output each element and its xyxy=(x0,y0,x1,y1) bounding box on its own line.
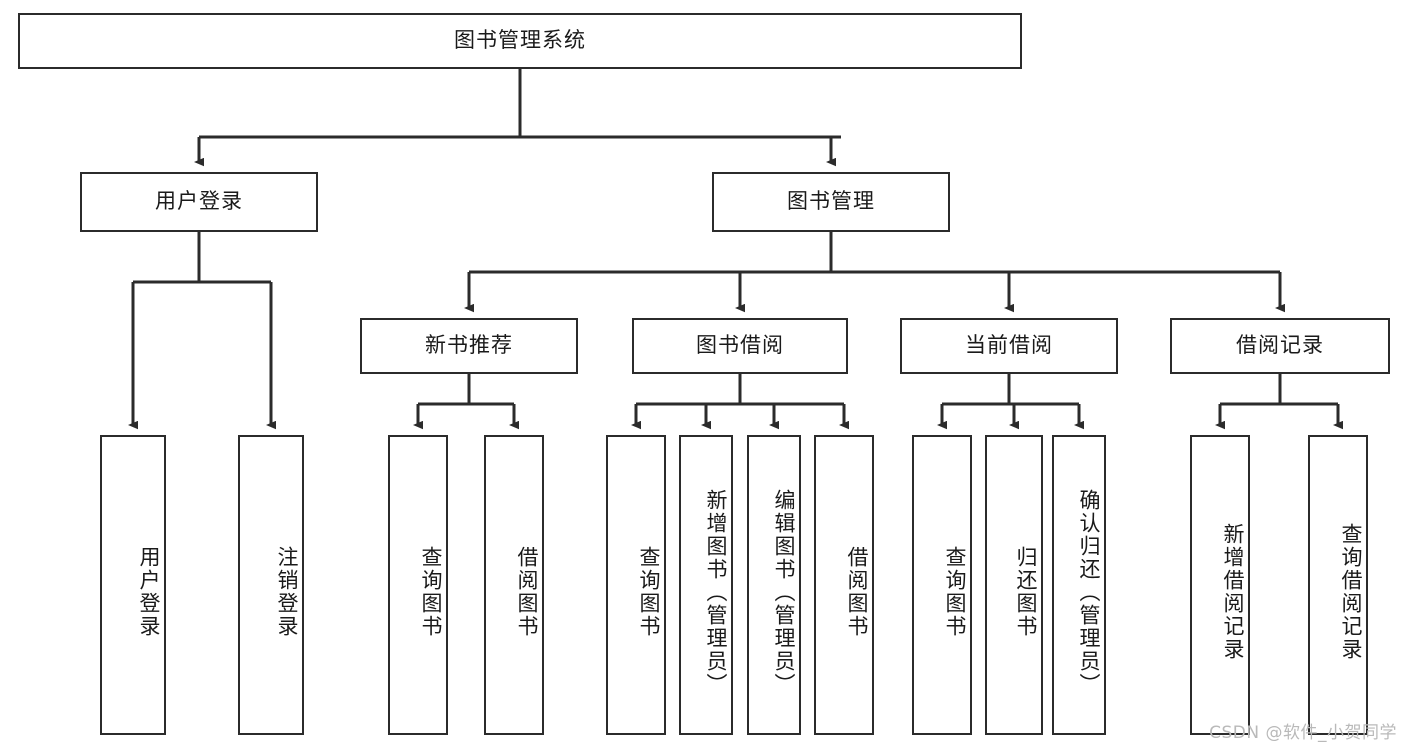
node-leaf-user-login[interactable]: 用户登录 xyxy=(100,435,166,735)
node-leaf-query-record-label: 查询借阅记录 xyxy=(1339,523,1363,661)
node-user-login-label: 用户登录 xyxy=(155,189,243,214)
node-leaf-add-book[interactable]: 新增图书（管理员） xyxy=(679,435,733,735)
node-leaf-confirm-return-label: 确认归还（管理员） xyxy=(1077,488,1101,696)
node-book-manage-label: 图书管理 xyxy=(787,189,875,214)
node-leaf-edit-book-label: 编辑图书（管理员） xyxy=(772,488,796,696)
node-leaf-query-book-2[interactable]: 查询图书 xyxy=(606,435,666,735)
node-leaf-query-book-2-label: 查询图书 xyxy=(637,546,661,638)
node-leaf-borrow-book-1-label: 借阅图书 xyxy=(515,546,539,638)
node-leaf-query-record[interactable]: 查询借阅记录 xyxy=(1308,435,1368,735)
node-leaf-logout[interactable]: 注销登录 xyxy=(238,435,304,735)
node-leaf-query-book-1[interactable]: 查询图书 xyxy=(388,435,448,735)
node-leaf-user-login-label: 用户登录 xyxy=(137,546,161,638)
node-current-borrow[interactable]: 当前借阅 xyxy=(900,318,1118,374)
node-user-login[interactable]: 用户登录 xyxy=(80,172,318,232)
node-new-book-rec[interactable]: 新书推荐 xyxy=(360,318,578,374)
node-leaf-query-book-3[interactable]: 查询图书 xyxy=(912,435,972,735)
node-leaf-query-book-3-label: 查询图书 xyxy=(943,546,967,638)
node-leaf-borrow-book-2[interactable]: 借阅图书 xyxy=(814,435,874,735)
node-borrow-record[interactable]: 借阅记录 xyxy=(1170,318,1390,374)
node-leaf-add-book-label: 新增图书（管理员） xyxy=(704,488,728,696)
node-leaf-return-book-label: 归还图书 xyxy=(1014,546,1038,638)
node-leaf-borrow-book-1[interactable]: 借阅图书 xyxy=(484,435,544,735)
node-leaf-return-book[interactable]: 归还图书 xyxy=(985,435,1043,735)
node-leaf-add-record[interactable]: 新增借阅记录 xyxy=(1190,435,1250,735)
node-book-borrow[interactable]: 图书借阅 xyxy=(632,318,848,374)
node-leaf-add-record-label: 新增借阅记录 xyxy=(1221,523,1245,661)
node-leaf-logout-label: 注销登录 xyxy=(275,546,299,638)
node-new-book-rec-label: 新书推荐 xyxy=(425,333,513,358)
node-leaf-confirm-return[interactable]: 确认归还（管理员） xyxy=(1052,435,1106,735)
csdn-watermark: CSDN @软件_小贺同学 xyxy=(1209,723,1397,743)
node-borrow-record-label: 借阅记录 xyxy=(1236,333,1324,358)
node-leaf-query-book-1-label: 查询图书 xyxy=(419,546,443,638)
node-root-label: 图书管理系统 xyxy=(454,28,586,53)
node-leaf-edit-book[interactable]: 编辑图书（管理员） xyxy=(747,435,801,735)
node-current-borrow-label: 当前借阅 xyxy=(965,333,1053,358)
node-root[interactable]: 图书管理系统 xyxy=(18,13,1022,69)
node-book-manage[interactable]: 图书管理 xyxy=(712,172,950,232)
node-leaf-borrow-book-2-label: 借阅图书 xyxy=(845,546,869,638)
node-book-borrow-label: 图书借阅 xyxy=(696,333,784,358)
